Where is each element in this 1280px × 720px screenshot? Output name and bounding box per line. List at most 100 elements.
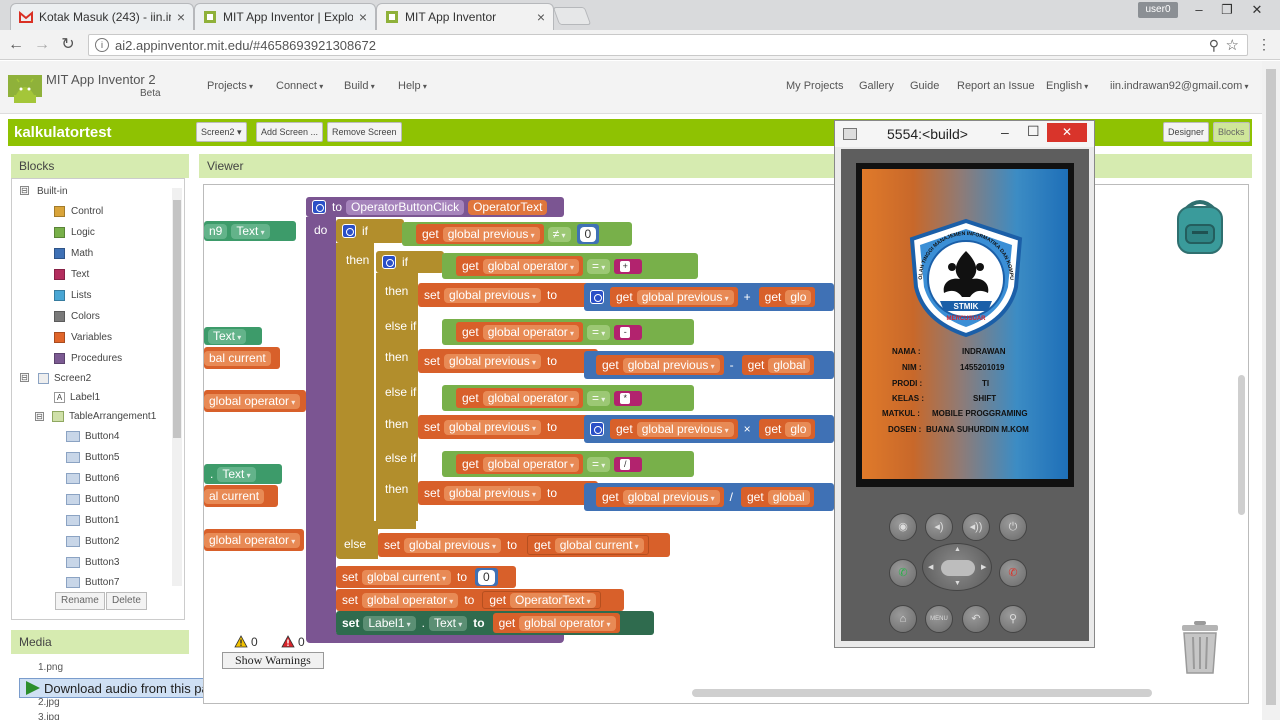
text-literal[interactable]: -: [614, 324, 643, 340]
emulator-titlebar[interactable]: 5554:<build> – ☐ ✕: [835, 121, 1094, 147]
workspace-v-scrollbar[interactable]: [1238, 375, 1245, 515]
get-block[interactable]: get global previous: [596, 487, 724, 507]
show-warnings-button[interactable]: Show Warnings: [222, 652, 324, 669]
volume-up-icon[interactable]: ◂)): [962, 513, 990, 541]
rename-button[interactable]: Rename: [55, 592, 105, 610]
drawer-control[interactable]: Control: [54, 206, 103, 217]
get-block[interactable]: get OperatorText: [482, 591, 601, 609]
variable-block-fragment[interactable]: bal current: [204, 347, 280, 369]
set-block[interactable]: set global previous to: [418, 481, 598, 505]
workspace-h-scrollbar[interactable]: [692, 689, 1152, 697]
tree-button3[interactable]: Button3: [66, 557, 119, 568]
get-block[interactable]: get global previous: [610, 287, 738, 307]
scrollbar-thumb[interactable]: [173, 200, 181, 438]
number-value[interactable]: 0: [579, 226, 597, 242]
dpad-down-icon[interactable]: ▼: [954, 580, 961, 587]
tree-builtin[interactable]: Built-in: [37, 186, 68, 197]
link-gallery[interactable]: Gallery: [859, 80, 894, 92]
mutator-gear-icon[interactable]: [342, 224, 356, 238]
tree-button4[interactable]: Button4: [66, 431, 119, 442]
get-block[interactable]: get global previous: [416, 224, 544, 244]
get-block[interactable]: get global operator: [456, 388, 583, 408]
math-multiply-block[interactable]: get global previous × get glo: [584, 415, 834, 443]
dpad-left-icon[interactable]: ◀: [928, 564, 934, 571]
set-block[interactable]: set global previous to: [418, 349, 598, 373]
browser-tab-gmail[interactable]: Kotak Masuk (243) - iin.in ×: [10, 3, 194, 30]
trash-icon[interactable]: [1178, 619, 1222, 675]
if-block[interactable]: if: [336, 219, 404, 243]
set-block[interactable]: set global previous to: [418, 415, 598, 439]
blocks-tree-scrollbar[interactable]: [172, 188, 182, 586]
get-block[interactable]: get global previous: [596, 355, 724, 375]
compare-operator-plus[interactable]: get global operator = +: [442, 253, 698, 279]
number-block[interactable]: 0: [475, 568, 498, 586]
drawer-procedures[interactable]: Procedures: [54, 353, 122, 364]
emulator-minimize-button[interactable]: –: [1001, 124, 1009, 140]
set-block[interactable]: set global operator to get OperatorText: [336, 589, 624, 611]
tree-button1[interactable]: Button1: [66, 515, 119, 526]
get-block[interactable]: get glo: [758, 419, 816, 439]
user-badge[interactable]: user0: [1138, 2, 1178, 18]
window-restore-button[interactable]: ❐: [1221, 2, 1233, 17]
get-block[interactable]: get global operator: [492, 613, 620, 633]
window-close-button[interactable]: ✕: [1251, 2, 1263, 17]
new-tab-button[interactable]: [552, 7, 592, 25]
variable-block-fragment[interactable]: global operator: [204, 529, 304, 551]
menu-projects[interactable]: Projects: [207, 80, 253, 92]
variable-block-fragment[interactable]: global operator: [204, 390, 306, 412]
phone-screen[interactable]: STMIK MERCUSUAR SEKOLAH TINGGI MANAJEMEN…: [856, 163, 1074, 487]
operator-dropdown[interactable]: =: [587, 324, 611, 340]
drawer-variables[interactable]: Variables: [54, 332, 112, 343]
get-block[interactable]: get global operator: [456, 322, 583, 342]
operator-dropdown[interactable]: ≠: [547, 226, 571, 242]
mutator-gear-icon[interactable]: [312, 200, 326, 214]
backpack-icon[interactable]: [1170, 195, 1230, 257]
get-block[interactable]: get global: [741, 487, 814, 507]
variable-block-fragment[interactable]: al current: [204, 485, 278, 507]
dpad-up-icon[interactable]: ▲: [954, 546, 961, 553]
set-block[interactable]: set global previous to get global curren…: [378, 533, 670, 557]
math-add-block[interactable]: get global previous + get glo: [584, 283, 834, 311]
set-block[interactable]: set global current to 0: [336, 566, 516, 588]
tree-button6[interactable]: Button6: [66, 473, 119, 484]
drawer-lists[interactable]: Lists: [54, 290, 92, 301]
screen-select-button[interactable]: Screen2 ▾: [196, 122, 247, 142]
set-component-block[interactable]: set Label1 . Text to get global operator: [336, 611, 654, 635]
emulator-close-button[interactable]: ✕: [1047, 123, 1087, 142]
mutator-gear-icon[interactable]: [590, 422, 604, 436]
procedure-header[interactable]: to OperatorButtonClick OperatorText: [306, 197, 564, 217]
text-literal[interactable]: +: [614, 258, 643, 274]
media-file[interactable]: 1.png: [38, 662, 64, 673]
browser-menu-icon[interactable]: ⋮: [1257, 36, 1271, 52]
zoom-icon[interactable]: ⚲: [1208, 37, 1219, 53]
procedure-param[interactable]: OperatorText: [468, 199, 548, 215]
menu-button-icon[interactable]: MENU: [925, 605, 953, 633]
browser-tab-explore[interactable]: MIT App Inventor | Explo ×: [194, 3, 376, 30]
tree-screen2[interactable]: Screen2: [38, 373, 91, 384]
mutator-gear-icon[interactable]: [590, 290, 604, 304]
get-block[interactable]: get global current: [527, 535, 649, 555]
camera-button-icon[interactable]: ◉: [889, 513, 917, 541]
menu-account[interactable]: iin.indrawan92@gmail.com: [1110, 80, 1248, 92]
drawer-colors[interactable]: Colors: [54, 311, 100, 322]
menu-help[interactable]: Help: [398, 80, 427, 92]
operator-dropdown[interactable]: =: [587, 258, 611, 274]
window-minimize-button[interactable]: –: [1195, 2, 1203, 17]
tab-close-icon[interactable]: ×: [358, 9, 367, 25]
blocks-button[interactable]: Blocks: [1213, 122, 1250, 142]
property-name[interactable]: Text: [428, 615, 468, 631]
back-icon[interactable]: ←: [8, 36, 24, 53]
power-icon[interactable]: ⏻: [999, 513, 1027, 541]
inner-if-block[interactable]: if: [376, 251, 444, 273]
designer-button[interactable]: Designer: [1163, 122, 1210, 142]
end-call-icon[interactable]: ✆: [999, 559, 1027, 587]
component-block-fragment[interactable]: Text: [204, 327, 262, 345]
tree-button2[interactable]: Button2: [66, 536, 119, 547]
browser-tab-active[interactable]: MIT App Inventor ×: [376, 3, 554, 30]
add-screen-button[interactable]: Add Screen ...: [256, 122, 324, 142]
reload-icon[interactable]: ↻: [61, 36, 75, 53]
get-block[interactable]: get global: [741, 355, 815, 375]
screen-collapse-icon[interactable]: ⊟: [20, 373, 29, 382]
math-divide-block[interactable]: get global previous / get global: [584, 483, 834, 511]
